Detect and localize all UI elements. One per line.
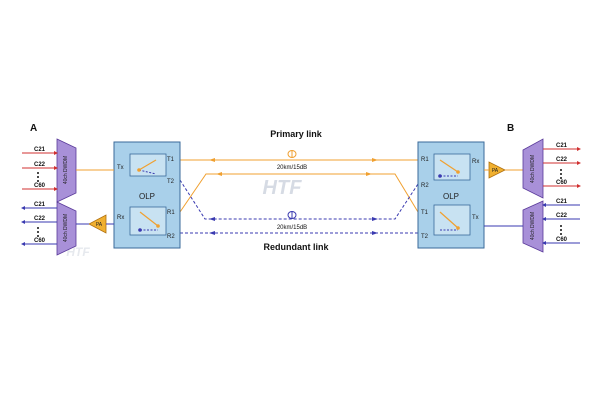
olp-left-label: OLP bbox=[139, 192, 155, 201]
mux-left-top-ch3: C60 bbox=[34, 183, 46, 189]
olp-right-t2-port: T2 bbox=[421, 234, 429, 240]
mux-right-top-ch3: C60 bbox=[556, 180, 568, 186]
watermark-text: HTF bbox=[263, 177, 303, 199]
olp-left bbox=[113, 141, 181, 249]
olp-left-rx-port: Rx bbox=[117, 215, 124, 221]
mux-right-bottom-ch2: C22 bbox=[556, 213, 568, 219]
olp-right-label: OLP bbox=[443, 192, 459, 201]
olp-left-t1-port: T1 bbox=[167, 157, 175, 163]
olp-left-tx-port: Tx bbox=[117, 165, 124, 171]
mux-right-bottom-ch1: C21 bbox=[556, 199, 568, 205]
primary-link-label: Primary link bbox=[270, 129, 323, 139]
mux-left-bottom-ch2: C22 bbox=[34, 216, 46, 222]
olp-right-r2-port: R2 bbox=[421, 183, 429, 189]
watermark-text-small: HTF bbox=[66, 245, 90, 259]
redundant-fiber-link bbox=[179, 179, 419, 235]
primary-fiber-link bbox=[179, 150, 419, 213]
mux-left-bottom-ch3: C60 bbox=[34, 238, 46, 244]
redundant-link-label: Redundant link bbox=[264, 242, 330, 252]
olp-left-r2-port: R2 bbox=[167, 234, 175, 240]
mux-left-bottom-channels bbox=[21, 206, 57, 246]
mux-left-bottom bbox=[56, 201, 77, 256]
olp-right-tx-port: Tx bbox=[472, 215, 479, 221]
olp-right bbox=[417, 141, 485, 249]
mux-right-top-channels bbox=[543, 147, 581, 188]
mux-right-top-label: 40ch DWDM bbox=[530, 155, 536, 183]
mux-right-bottom-label: 40ch DWDM bbox=[530, 212, 536, 240]
olp-left-r1-port: R1 bbox=[167, 210, 175, 216]
mux-left-top bbox=[56, 138, 77, 203]
site-a-label: A bbox=[30, 123, 37, 134]
mux-right-bottom-ch3: C60 bbox=[556, 237, 568, 243]
mux-right-bottom bbox=[522, 200, 544, 253]
amp-left-label: PA bbox=[96, 222, 103, 228]
amp-right-label: PA bbox=[492, 168, 499, 174]
mux-right-top-ch2: C22 bbox=[556, 157, 568, 163]
mux-right-bottom-channels bbox=[542, 203, 580, 245]
olp-left-t2-port: T2 bbox=[167, 179, 175, 185]
mux-left-top-label: 40ch DWDM bbox=[63, 156, 69, 184]
olp-right-rx-port: Rx bbox=[472, 159, 479, 165]
mux-left-top-channels bbox=[22, 151, 58, 191]
site-b-label: B bbox=[507, 123, 514, 134]
mux-left-bottom-label: 40ch DWDM bbox=[63, 214, 69, 242]
mux-left-top-ch2: C22 bbox=[34, 162, 46, 168]
mux-right-top bbox=[522, 138, 544, 199]
olp-right-t1-port: T1 bbox=[421, 210, 429, 216]
mux-left-top-ch1: C21 bbox=[34, 147, 46, 153]
redundant-link-spec: 20km/15dB bbox=[277, 225, 307, 231]
mux-right-top-ch1: C21 bbox=[556, 143, 568, 149]
primary-link-spec: 20km/15dB bbox=[277, 165, 307, 171]
olp-right-r1-port: R1 bbox=[421, 157, 429, 163]
mux-left-bottom-ch1: C21 bbox=[34, 202, 46, 208]
